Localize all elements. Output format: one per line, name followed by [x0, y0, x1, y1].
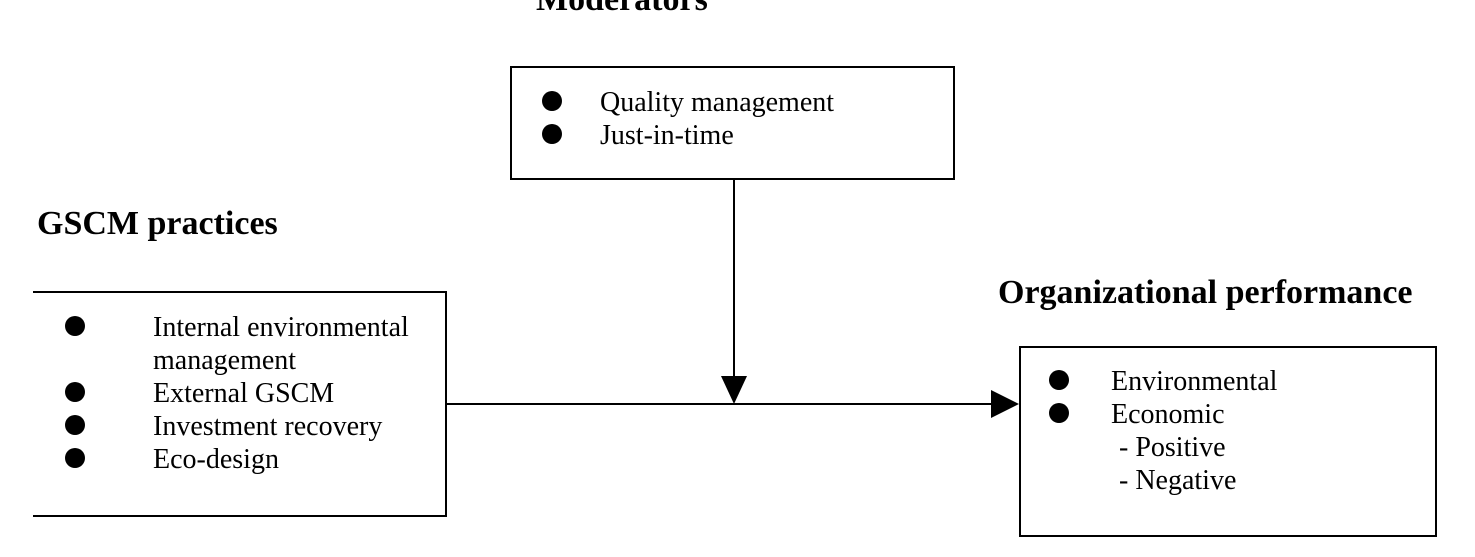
moderator-arrowhead: [721, 376, 747, 404]
list-item-label: Economic: [1111, 399, 1225, 430]
sub-item: - Negative: [1049, 464, 1277, 497]
list-item-label: Quality management: [600, 87, 835, 118]
gscm-box: Internal environmental management Extern…: [33, 291, 447, 517]
sub-item-label: - Negative: [1119, 465, 1237, 496]
gscm-list: Internal environmental management Extern…: [65, 311, 409, 476]
bullet-icon: [65, 316, 85, 336]
bullet-icon: [65, 382, 85, 402]
gscm-heading: GSCM practices: [37, 205, 278, 242]
list-item: Investment recovery: [65, 410, 409, 443]
bullet-icon: [65, 415, 85, 435]
list-item-label: Internal environmental: [153, 312, 409, 343]
bullet-icon: [542, 124, 562, 144]
list-item-label: External GSCM: [153, 378, 335, 409]
list-item: Environmental: [1049, 365, 1277, 398]
list-item: Internal environmental: [65, 311, 409, 344]
list-item-label: Investment recovery: [153, 411, 383, 442]
list-item-label: Just-in-time: [600, 120, 734, 151]
bullet-icon: [1049, 403, 1069, 423]
performance-list: Environmental Economic - Positive - Nega…: [1049, 365, 1277, 497]
list-item: Economic: [1049, 398, 1277, 431]
moderators-heading: Moderators: [536, 0, 708, 20]
moderators-box: Quality management Just-in-time: [510, 66, 955, 180]
list-item: Just-in-time: [542, 119, 834, 152]
list-item-label: Environmental: [1111, 366, 1278, 397]
moderators-list: Quality management Just-in-time: [542, 86, 834, 152]
bullet-icon: [65, 448, 85, 468]
list-item-continuation: management: [65, 344, 409, 377]
performance-box: Environmental Economic - Positive - Nega…: [1019, 346, 1437, 537]
sub-item: - Positive: [1049, 431, 1277, 464]
sub-item-label: - Positive: [1119, 432, 1226, 463]
list-item: External GSCM: [65, 377, 409, 410]
bullet-icon: [542, 91, 562, 111]
performance-heading: Organizational performance: [998, 274, 1413, 311]
bullet-icon: [1049, 370, 1069, 390]
list-item-label: management: [153, 345, 297, 376]
list-item: Eco-design: [65, 443, 409, 476]
list-item-label: Eco-design: [153, 444, 279, 475]
list-item: Quality management: [542, 86, 834, 119]
main-arrowhead: [991, 390, 1019, 418]
